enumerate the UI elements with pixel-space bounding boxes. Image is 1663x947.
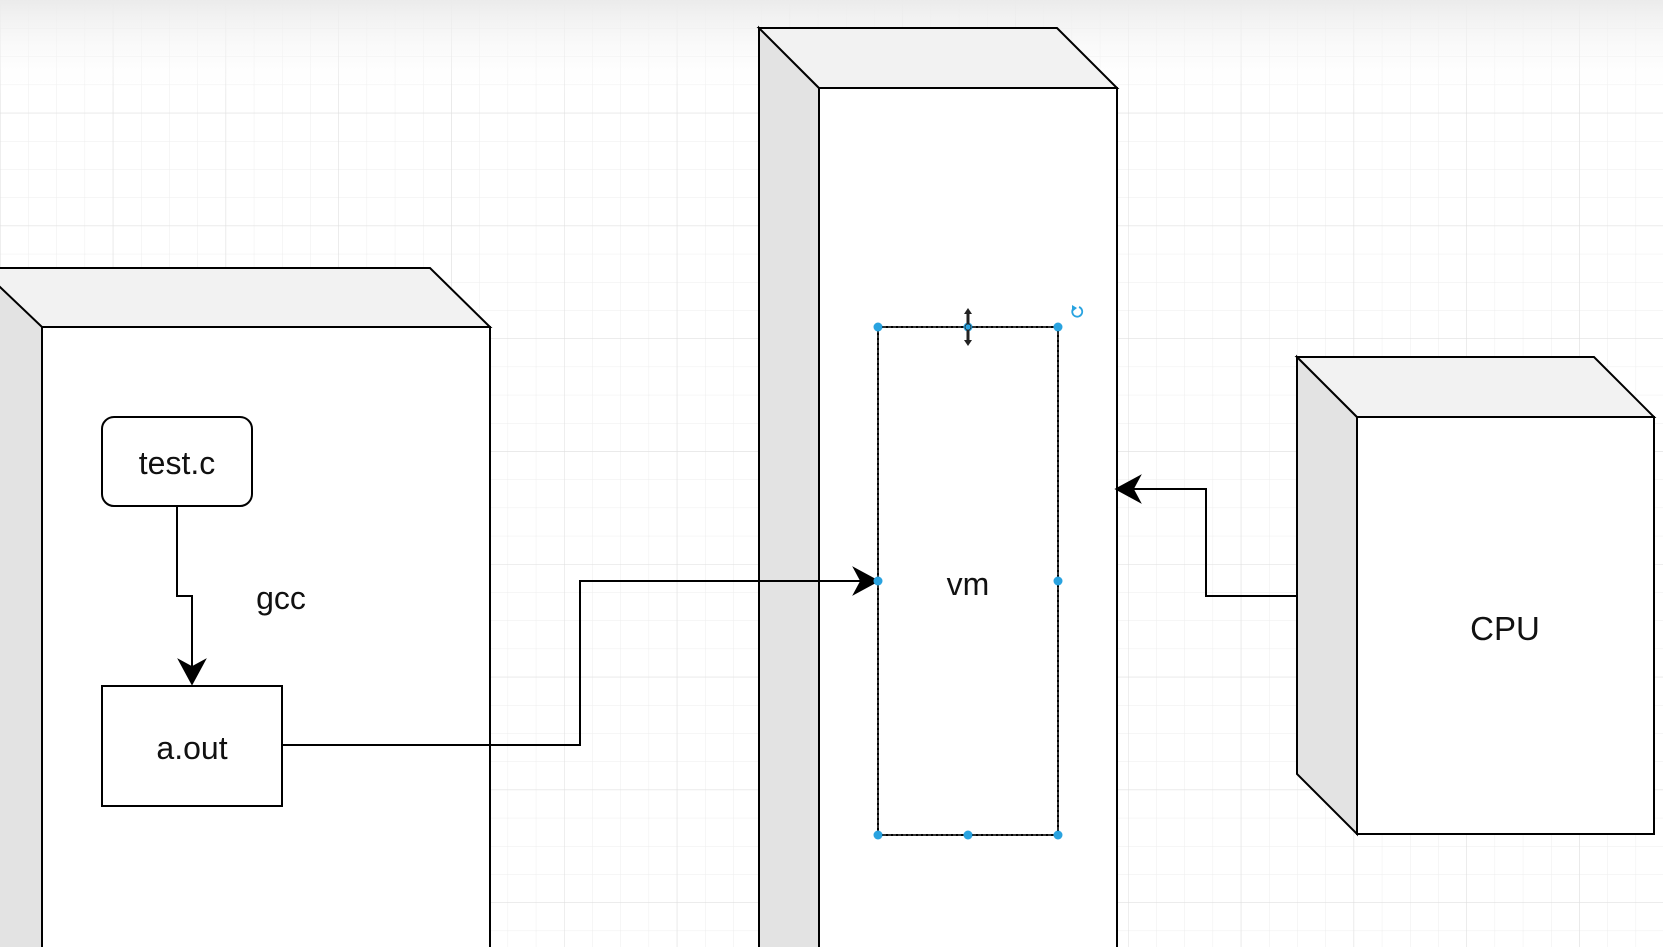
test-c-label: test.c bbox=[139, 445, 215, 481]
resize-handle-right[interactable] bbox=[1053, 576, 1063, 586]
cpu-cube-top bbox=[1294, 356, 1657, 418]
resize-handle-top-right[interactable] bbox=[1053, 322, 1063, 332]
resize-handle-bottom[interactable] bbox=[963, 830, 973, 840]
gcc-edge-arrowhead bbox=[177, 658, 207, 686]
vm-box bbox=[877, 326, 1059, 836]
a-out-node[interactable]: a.out bbox=[101, 685, 283, 807]
left-cube-top bbox=[0, 267, 493, 328]
center-cube-side bbox=[758, 25, 820, 947]
resize-handle-left[interactable] bbox=[873, 576, 883, 586]
vm-node[interactable]: vm bbox=[873, 305, 1084, 840]
test-c-node[interactable]: test.c bbox=[101, 416, 253, 507]
resize-handle-top-left[interactable] bbox=[873, 322, 883, 332]
vm-label: vm bbox=[947, 566, 990, 602]
center-cube-top bbox=[756, 27, 1120, 89]
resize-cursor-icon bbox=[964, 308, 972, 346]
resize-handle-bottom-right[interactable] bbox=[1053, 830, 1063, 840]
aout-to-vm-line bbox=[282, 580, 864, 746]
cpu-to-vm-line bbox=[1130, 488, 1297, 597]
aout-to-vm-arrowhead bbox=[852, 566, 880, 596]
gcc-edge-label: gcc bbox=[256, 580, 306, 616]
a-out-box bbox=[101, 685, 283, 807]
left-cube-side bbox=[0, 285, 43, 947]
resize-handle-bottom-left[interactable] bbox=[873, 830, 883, 840]
aout-to-vm-edge[interactable] bbox=[282, 566, 880, 746]
gcc-edge-line bbox=[176, 506, 193, 668]
cpu-cube-side bbox=[1296, 354, 1358, 837]
cpu-cube[interactable]: CPU bbox=[1294, 354, 1657, 837]
gcc-edge[interactable]: gcc bbox=[176, 506, 306, 686]
cpu-to-vm-arrowhead bbox=[1114, 474, 1142, 504]
cpu-cube-front bbox=[1356, 416, 1655, 835]
a-out-label: a.out bbox=[156, 730, 227, 766]
cpu-label: CPU bbox=[1470, 610, 1540, 647]
left-cube[interactable] bbox=[0, 267, 493, 947]
cpu-to-vm-edge[interactable] bbox=[1114, 474, 1297, 597]
rotate-handle-icon[interactable] bbox=[1071, 305, 1084, 318]
